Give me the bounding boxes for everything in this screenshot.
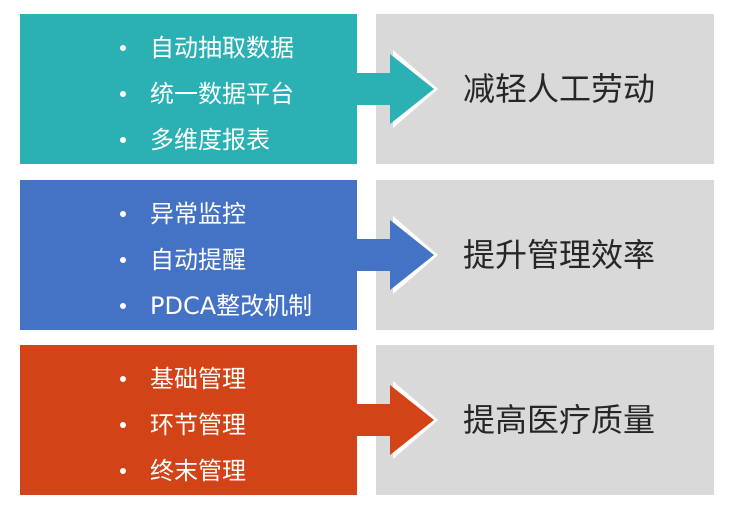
row-reduce-labor: 自动抽取数据 统一数据平台 多维度报表 减轻人工劳动 — [0, 14, 736, 164]
bullet-dot-icon — [120, 211, 126, 217]
feature-text: 环节管理 — [150, 411, 246, 439]
feature-text: 自动抽取数据 — [150, 34, 294, 62]
bullet-dot-icon — [120, 45, 126, 51]
feature-list-3: 基础管理 环节管理 终末管理 — [120, 359, 246, 497]
feature-item: 统一数据平台 — [120, 74, 294, 120]
feature-text: PDCA整改机制 — [150, 292, 313, 320]
outcome-text-1: 减轻人工劳动 — [463, 70, 656, 108]
feature-box-3: 基础管理 环节管理 终末管理 — [20, 345, 357, 495]
bullet-dot-icon — [120, 376, 126, 382]
feature-item: 自动提醒 — [120, 240, 312, 286]
bullet-dot-icon — [120, 137, 126, 143]
feature-text: 异常监控 — [150, 200, 246, 228]
feature-item: 异常监控 — [120, 194, 312, 240]
feature-list-1: 自动抽取数据 统一数据平台 多维度报表 — [120, 28, 294, 166]
feature-box-2: 异常监控 自动提醒 PDCA整改机制 — [20, 180, 357, 330]
bullet-dot-icon — [120, 91, 126, 97]
feature-list-2: 异常监控 自动提醒 PDCA整改机制 — [120, 194, 312, 332]
feature-text: 自动提醒 — [150, 246, 246, 274]
bullet-dot-icon — [120, 422, 126, 428]
row-improve-efficiency: 异常监控 自动提醒 PDCA整改机制 提升管理效率 — [0, 180, 736, 330]
feature-text: 基础管理 — [150, 365, 246, 393]
feature-box-1: 自动抽取数据 统一数据平台 多维度报表 — [20, 14, 357, 164]
feature-item: 终末管理 — [120, 451, 246, 497]
outcome-text-3: 提高医疗质量 — [463, 401, 656, 439]
bullet-dot-icon — [120, 303, 126, 309]
feature-text: 终末管理 — [150, 457, 246, 485]
bullet-dot-icon — [120, 468, 126, 474]
bullet-dot-icon — [120, 257, 126, 263]
right-arrow-icon — [350, 216, 438, 294]
feature-item: 环节管理 — [120, 405, 246, 451]
right-arrow-icon — [350, 381, 438, 459]
feature-text: 统一数据平台 — [150, 80, 294, 108]
outcome-text-2: 提升管理效率 — [463, 236, 656, 274]
feature-item: 自动抽取数据 — [120, 28, 294, 74]
feature-item: 基础管理 — [120, 359, 246, 405]
right-arrow-icon — [350, 50, 438, 128]
row-improve-quality: 基础管理 环节管理 终末管理 提高医疗质量 — [0, 345, 736, 495]
feature-text: 多维度报表 — [150, 126, 270, 154]
feature-item: PDCA整改机制 — [120, 286, 312, 332]
feature-item: 多维度报表 — [120, 120, 294, 166]
